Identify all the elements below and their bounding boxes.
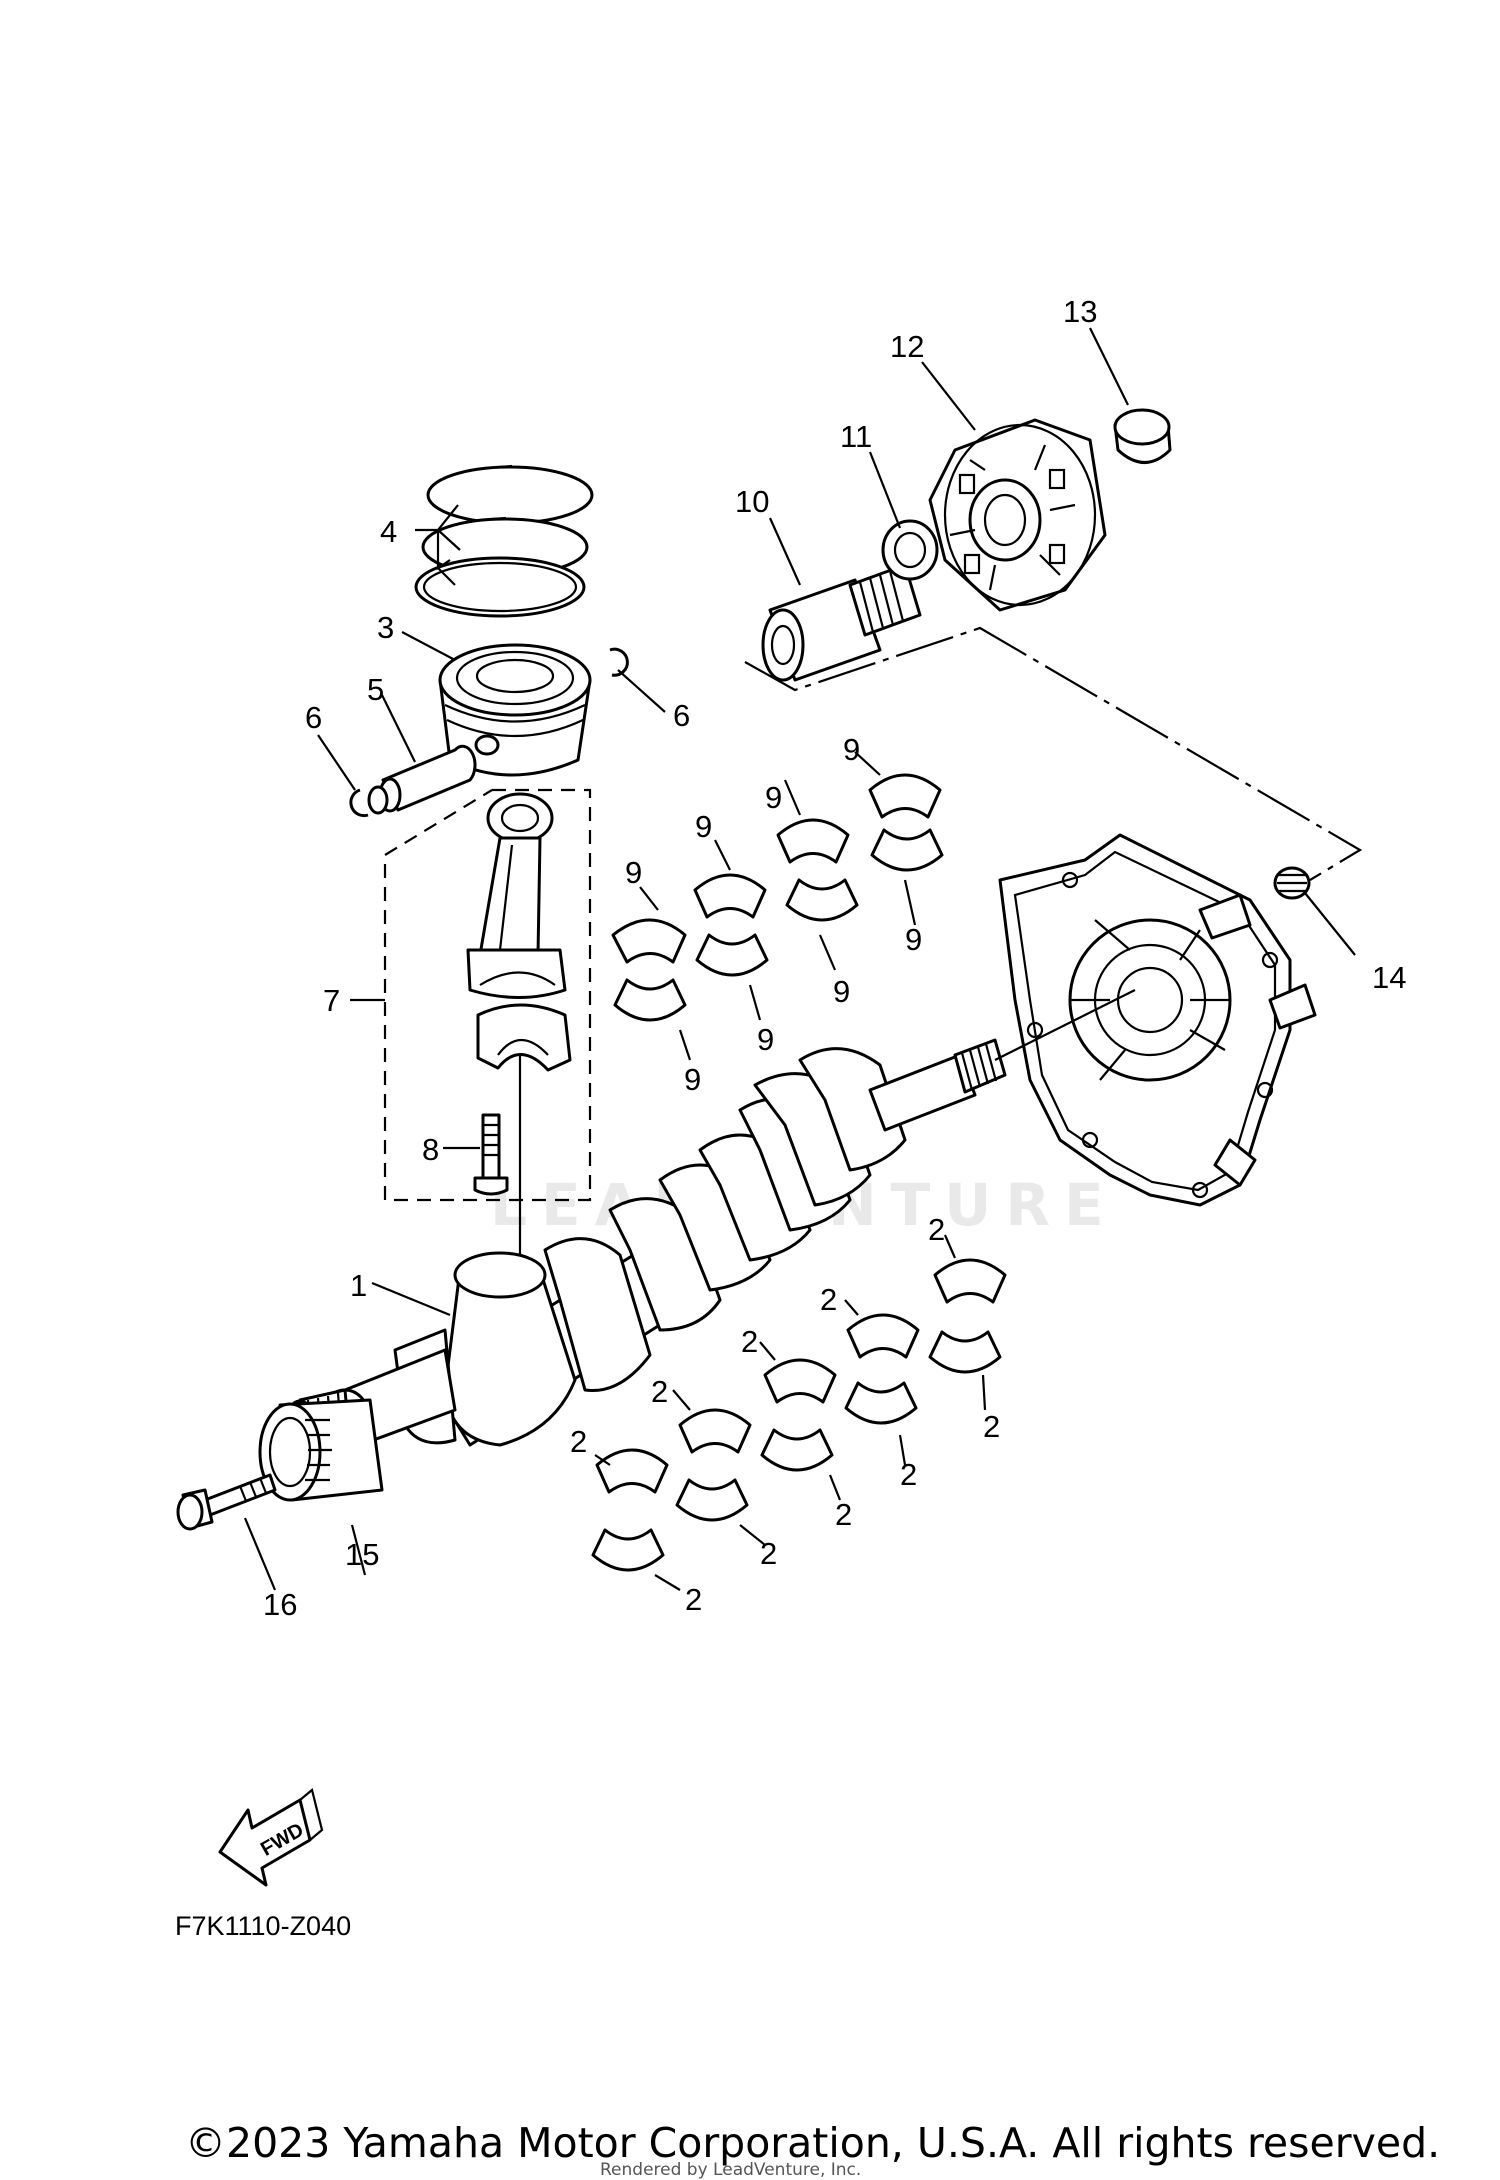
callout-2: 2	[651, 1374, 668, 1409]
crankcase-cover	[998, 833, 1317, 1207]
alignment-line-crank	[994, 989, 1136, 1061]
circlip-left	[349, 788, 369, 818]
piston	[438, 643, 592, 777]
callout-9: 9	[833, 974, 850, 1009]
callout-6-left: 6	[305, 700, 322, 735]
callout-6-right: 6	[673, 698, 690, 733]
callout-9: 9	[695, 809, 712, 844]
damper	[1113, 408, 1172, 464]
bolt	[176, 1473, 277, 1531]
washer	[881, 519, 939, 581]
spring	[1273, 866, 1311, 900]
callout-10: 10	[735, 484, 769, 519]
callout-2: 2	[741, 1324, 758, 1359]
main-bearings	[591, 1258, 1007, 1572]
callout-4: 4	[380, 514, 397, 549]
callouts: 4 3 5 6 6 7 8 1 10 11 12 13 14 15 16 9 9…	[263, 294, 1406, 1622]
rod-bearings	[611, 773, 944, 1022]
callout-9: 9	[625, 855, 642, 890]
alignment-line-drive	[744, 626, 1363, 881]
callout-2: 2	[820, 1282, 837, 1317]
callout-2: 2	[900, 1457, 917, 1492]
callout-9: 9	[843, 732, 860, 767]
copyright-notice: ©2023 Yamaha Motor Corporation, U.S.A. A…	[185, 2119, 1441, 2167]
callout-9: 9	[765, 780, 782, 815]
callout-5: 5	[367, 672, 384, 707]
callout-9: 9	[905, 922, 922, 957]
piston-rings	[414, 464, 594, 618]
fwd-arrow: FWD	[218, 1788, 324, 1887]
rod-bolt	[473, 1113, 509, 1196]
callout-3: 3	[377, 610, 394, 645]
callout-2: 2	[685, 1582, 702, 1617]
leader-lines	[243, 327, 1356, 1591]
callout-15: 15	[345, 1537, 379, 1572]
diagram-code: F7K1110-Z040	[175, 1911, 351, 1941]
callout-9: 9	[757, 1022, 774, 1057]
rod-assembly-box	[383, 788, 592, 1202]
callout-2: 2	[928, 1212, 945, 1247]
coupler	[258, 1398, 384, 1502]
callout-2: 2	[760, 1536, 777, 1571]
callout-7: 7	[323, 983, 340, 1018]
rendered-by: Rendered by LeadVenture, Inc.	[600, 2160, 862, 2180]
callout-13: 13	[1063, 294, 1097, 329]
coupling	[928, 418, 1107, 612]
callout-16: 16	[263, 1587, 297, 1622]
callout-2: 2	[983, 1409, 1000, 1444]
piston-pin	[367, 744, 477, 815]
callout-9: 9	[684, 1062, 701, 1097]
callout-11: 11	[840, 419, 872, 454]
callout-14: 14	[1372, 960, 1406, 995]
callout-2: 2	[570, 1424, 587, 1459]
callout-1: 1	[350, 1268, 367, 1303]
drive-shaft	[761, 563, 922, 682]
circlip-right	[609, 647, 629, 677]
callout-8: 8	[422, 1132, 439, 1167]
callout-12: 12	[890, 329, 924, 364]
callout-2: 2	[835, 1497, 852, 1532]
connecting-rod	[466, 792, 572, 1072]
